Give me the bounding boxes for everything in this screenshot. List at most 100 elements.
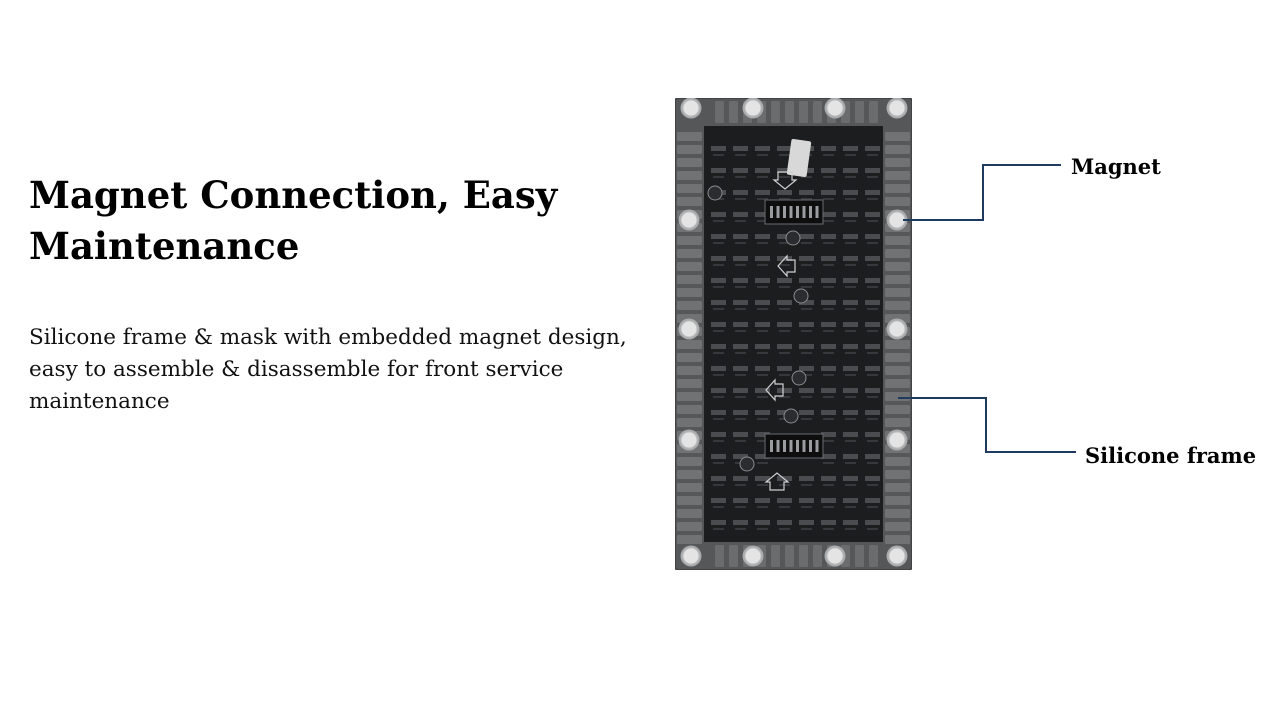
connector-pin xyxy=(776,206,780,218)
board-chip xyxy=(711,388,726,393)
frame-rib xyxy=(677,301,702,310)
board-trace xyxy=(779,176,790,178)
board-chip xyxy=(777,190,792,195)
board-chip xyxy=(711,520,726,525)
frame-rib xyxy=(715,545,724,567)
board-chip xyxy=(821,388,836,393)
board-trace xyxy=(713,176,724,178)
board-trace xyxy=(801,286,812,288)
board-chip xyxy=(865,234,880,239)
board-trace xyxy=(823,330,834,332)
board-chip xyxy=(843,520,858,525)
board-chip xyxy=(711,234,726,239)
board-trace xyxy=(779,506,790,508)
board-chip xyxy=(777,388,792,393)
board-chip xyxy=(843,388,858,393)
board-chip xyxy=(821,366,836,371)
board-trace xyxy=(845,264,856,266)
board-trace xyxy=(867,462,878,464)
board-trace xyxy=(867,440,878,442)
board-trace xyxy=(867,484,878,486)
magnet-face xyxy=(826,547,844,565)
board-chip xyxy=(755,168,770,173)
board-trace xyxy=(779,308,790,310)
board-chip xyxy=(733,278,748,283)
board-surface xyxy=(704,126,883,542)
connector-pin xyxy=(783,206,786,218)
board-trace xyxy=(823,440,834,442)
board-trace xyxy=(779,242,790,244)
frame-rib xyxy=(677,522,702,531)
board-chip xyxy=(865,300,880,305)
board-chip xyxy=(821,256,836,261)
frame-rib xyxy=(885,457,910,466)
connector-pin xyxy=(776,440,780,452)
board-trace xyxy=(713,374,724,376)
board-trace xyxy=(867,374,878,376)
board-connector xyxy=(764,433,824,459)
frame-rib xyxy=(885,353,910,362)
board-trace xyxy=(735,264,746,266)
board-chip xyxy=(733,168,748,173)
board-chip xyxy=(865,146,880,151)
board-chip xyxy=(799,366,814,371)
connector-pin xyxy=(789,440,793,452)
board-chip xyxy=(865,520,880,525)
board-trace xyxy=(823,528,834,530)
board-trace xyxy=(735,154,746,156)
frame-rib xyxy=(677,288,702,297)
magnet-callout-line xyxy=(903,164,1061,221)
frame-rib xyxy=(715,101,724,123)
board-trace xyxy=(735,308,746,310)
board-chip xyxy=(843,278,858,283)
board-chip xyxy=(821,234,836,239)
frame-rib xyxy=(677,457,702,466)
board-chip xyxy=(755,234,770,239)
board-chip xyxy=(777,300,792,305)
connector-pin xyxy=(789,206,793,218)
board-trace xyxy=(823,484,834,486)
frame-rib xyxy=(677,353,702,362)
board-trace xyxy=(757,506,768,508)
board-chip xyxy=(843,454,858,459)
board-capacitor xyxy=(739,456,755,472)
board-trace xyxy=(757,462,768,464)
connector-pin xyxy=(802,440,806,452)
board-chip xyxy=(865,190,880,195)
board-trace xyxy=(735,528,746,530)
board-trace xyxy=(823,264,834,266)
frame-rib xyxy=(677,418,702,427)
board-trace xyxy=(845,528,856,530)
board-chip xyxy=(777,344,792,349)
board-chip xyxy=(865,454,880,459)
board-chip xyxy=(711,366,726,371)
board-chip xyxy=(711,476,726,481)
board-trace xyxy=(845,242,856,244)
board-trace xyxy=(845,440,856,442)
led-module-product-image xyxy=(675,98,912,570)
board-trace xyxy=(735,506,746,508)
board-trace xyxy=(867,506,878,508)
board-trace xyxy=(867,308,878,310)
connector-pin xyxy=(783,440,786,452)
board-chip xyxy=(799,344,814,349)
board-connector xyxy=(764,199,824,225)
board-chip xyxy=(711,256,726,261)
board-trace xyxy=(867,286,878,288)
board-trace xyxy=(845,396,856,398)
frame-rib xyxy=(677,496,702,505)
board-trace xyxy=(757,198,768,200)
board-chip xyxy=(821,278,836,283)
frame-rib xyxy=(885,379,910,388)
board-trace xyxy=(823,396,834,398)
board-chip xyxy=(799,322,814,327)
board-chip xyxy=(843,432,858,437)
board-chip xyxy=(799,190,814,195)
board-arrow xyxy=(772,171,798,190)
board-chip xyxy=(799,498,814,503)
board-trace xyxy=(757,374,768,376)
frame-rib xyxy=(885,197,910,206)
board-chip xyxy=(799,234,814,239)
frame-rib xyxy=(885,392,910,401)
board-chip xyxy=(843,190,858,195)
